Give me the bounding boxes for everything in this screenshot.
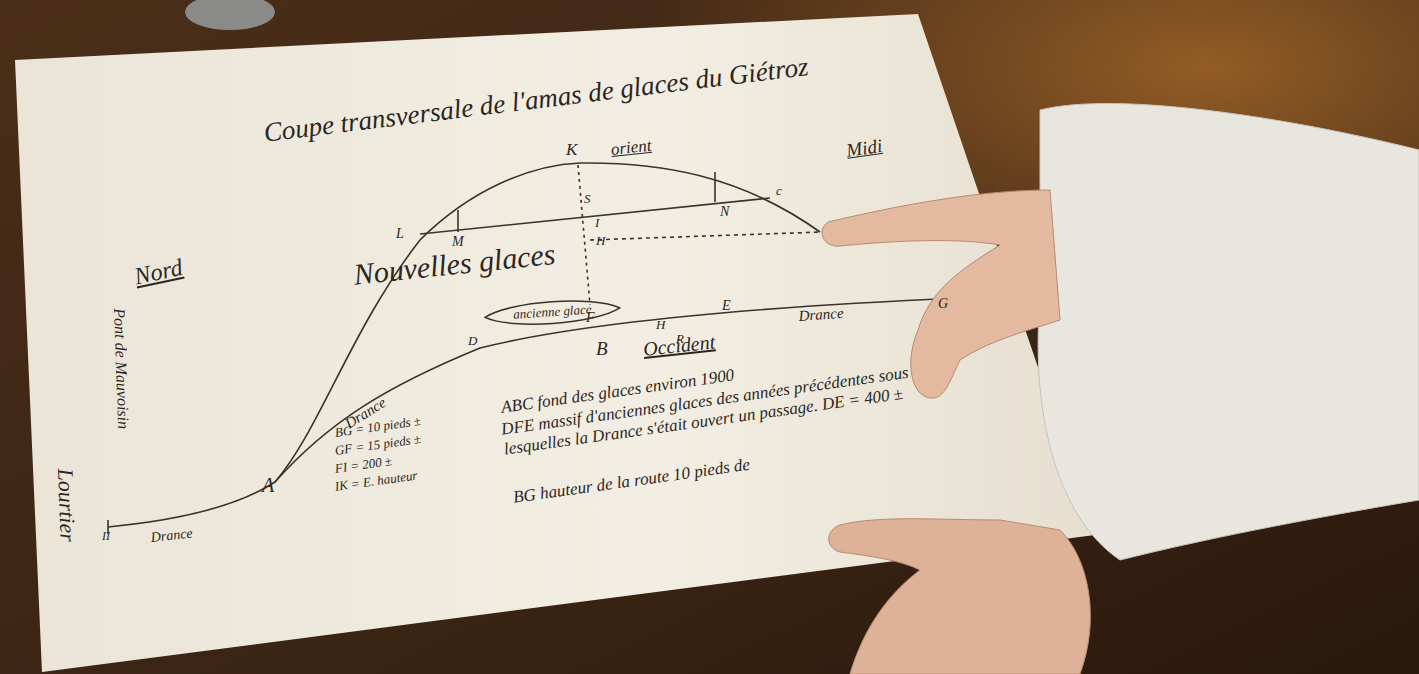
inkwell bbox=[185, 0, 275, 30]
pointing-hand bbox=[822, 190, 1060, 398]
glacier-profile bbox=[108, 163, 820, 527]
sketch-title: Coupe transversale de l'amas de glaces d… bbox=[262, 50, 822, 149]
sketch-label: Lourtier bbox=[53, 468, 81, 542]
sketch-label: c bbox=[776, 184, 782, 199]
sketch-label: Drance bbox=[150, 526, 193, 546]
sketch-label: Occident bbox=[642, 330, 716, 360]
sketch-label: G bbox=[938, 296, 948, 312]
sketch-label: S bbox=[584, 192, 591, 207]
sketch-label: II bbox=[102, 530, 110, 544]
sketch-label: I bbox=[595, 216, 599, 231]
sketch-label: orient bbox=[610, 136, 652, 160]
sketch-label: N bbox=[720, 204, 729, 220]
sketch-label: L bbox=[396, 226, 404, 242]
glacier-section bbox=[108, 163, 960, 534]
sketch-label: H bbox=[656, 318, 665, 333]
vertical-dotted bbox=[578, 165, 590, 305]
sketch-label: E bbox=[722, 298, 731, 314]
sleeve bbox=[1038, 104, 1419, 560]
lens-text: ancienne glace bbox=[483, 300, 623, 325]
sketch-label: D bbox=[468, 334, 477, 349]
sketch-label: Drance bbox=[798, 305, 844, 325]
resting-hand bbox=[829, 519, 1091, 674]
sketch-label: B bbox=[596, 338, 608, 360]
hands bbox=[822, 104, 1419, 674]
sketch-label: BG hauteur de la route 10 pieds de bbox=[512, 455, 751, 508]
tick-n bbox=[714, 172, 716, 202]
ice-line bbox=[420, 198, 770, 234]
tick-m bbox=[457, 210, 459, 232]
sketch-label: Nord bbox=[132, 254, 185, 291]
sketch-label: Midi bbox=[845, 135, 884, 162]
ice-lens: ancienne glace bbox=[482, 292, 623, 333]
sketch-label: H bbox=[596, 234, 605, 249]
valley-floor bbox=[275, 298, 960, 482]
sketch-label: A bbox=[262, 474, 274, 497]
sketch-label: K bbox=[566, 140, 577, 160]
sketch-label: Pont de Mauvoisin bbox=[110, 308, 133, 429]
dashed-line bbox=[590, 232, 822, 240]
